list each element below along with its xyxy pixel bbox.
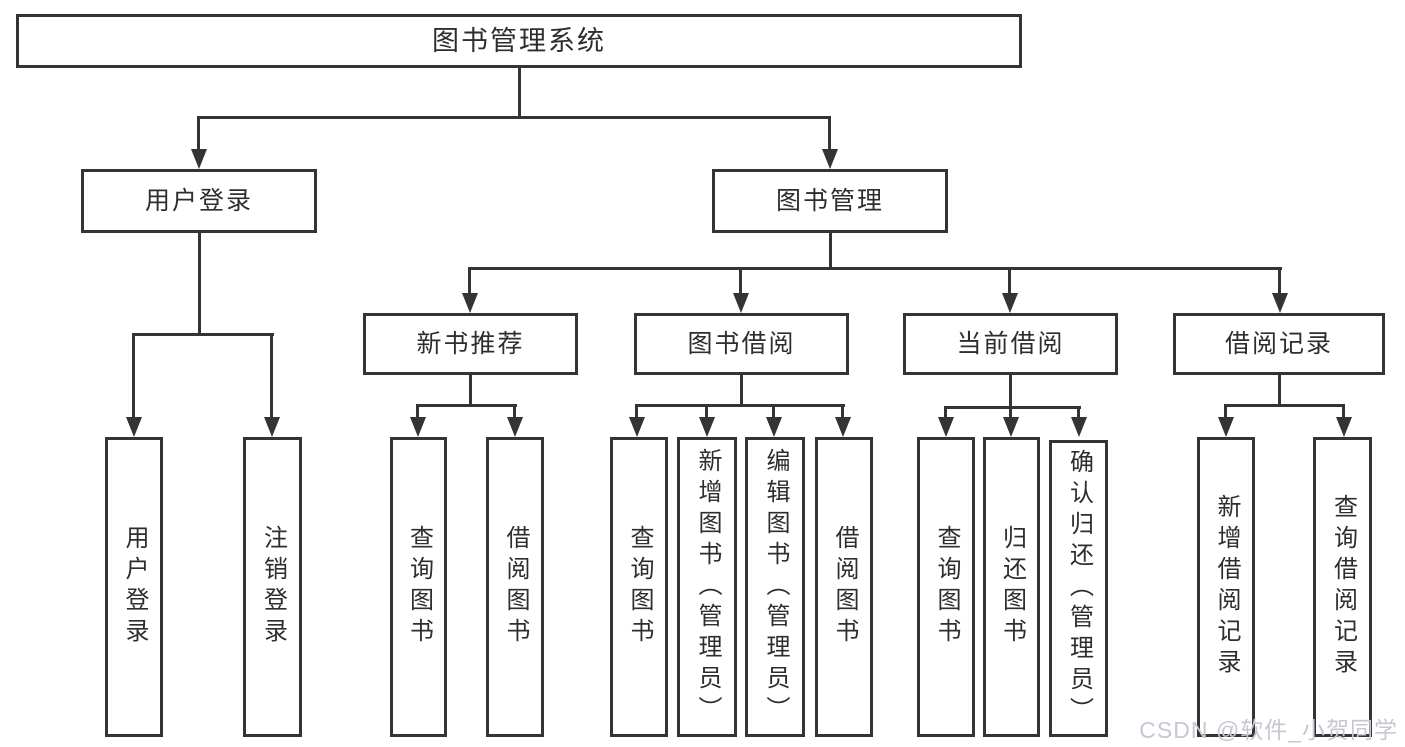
leaf-query-books: 查询图书 (917, 437, 975, 737)
node-new-book-recommend: 新书推荐 (363, 313, 578, 375)
connector-leaf-shaft (1077, 406, 1080, 420)
connector-g4-stem (1278, 375, 1281, 407)
leaf-query-books: 查询图书 (610, 437, 668, 737)
connector-login-stem (198, 233, 201, 336)
leaf-add-book-admin: 新增图书（管理员） (677, 437, 737, 737)
connector-leaf-shaft (416, 404, 419, 420)
connector-l3-shaft (1008, 267, 1011, 296)
arrow-down-icon (699, 417, 715, 437)
arrow-down-icon (1336, 417, 1352, 437)
node-book-management: 图书管理 (712, 169, 948, 233)
leaf-borrow-books: 借阅图书 (486, 437, 544, 737)
arrow-down-icon (191, 149, 207, 169)
connector-leaf-shaft (132, 333, 135, 419)
node-library-system: 图书管理系统 (16, 14, 1022, 68)
connector-g2-rail (635, 404, 845, 407)
leaf-user-login: 用户登录 (105, 437, 163, 737)
leaf-borrow-books: 借阅图书 (815, 437, 873, 737)
node-current-borrow: 当前借阅 (903, 313, 1118, 375)
arrow-down-icon (1272, 293, 1288, 313)
connector-level2-rail (197, 116, 831, 119)
connector-leaf-shaft (772, 404, 775, 420)
connector-leaf-shaft (841, 404, 844, 420)
arrow-down-icon (1002, 293, 1018, 313)
node-book-borrow: 图书借阅 (634, 313, 849, 375)
arrow-down-icon (835, 417, 851, 437)
arrow-down-icon (766, 417, 782, 437)
arrow-down-icon (733, 293, 749, 313)
connector-book-mgmt-shaft (828, 116, 831, 152)
connector-login-rail (132, 333, 274, 336)
connector-g1-stem (469, 375, 472, 407)
connector-level3-rail (468, 267, 1282, 270)
leaf-logout: 注销登录 (243, 437, 302, 737)
connector-leaf-shaft (270, 333, 273, 419)
arrow-down-icon (938, 417, 954, 437)
arrow-down-icon (462, 293, 478, 313)
connector-l3-shaft (739, 267, 742, 296)
arrow-down-icon (264, 417, 280, 437)
connector-leaf-shaft (705, 404, 708, 420)
connector-g2-stem (740, 375, 743, 407)
connector-l3-shaft (1278, 267, 1281, 296)
node-user-login: 用户登录 (81, 169, 317, 233)
arrow-down-icon (507, 417, 523, 437)
arrow-down-icon (822, 149, 838, 169)
connector-leaf-shaft (944, 406, 947, 420)
connector-g3-rail (944, 406, 1081, 409)
connector-leaf-shaft (1342, 404, 1345, 420)
arrow-down-icon (1071, 417, 1087, 437)
connector-user-login-shaft (197, 116, 200, 152)
connector-leaf-shaft (635, 404, 638, 420)
leaf-query-books: 查询图书 (390, 437, 447, 737)
connector-mgmt-stem (829, 233, 832, 270)
csdn-watermark: CSDN @软件_小贺同学 (1139, 717, 1398, 743)
arrow-down-icon (126, 417, 142, 437)
node-borrow-records: 借阅记录 (1173, 313, 1385, 375)
connector-leaf-shaft (513, 404, 516, 420)
connector-g1-rail (416, 404, 517, 407)
leaf-confirm-return-admin: 确认归还（管理员） (1049, 440, 1108, 737)
connector-l3-shaft (468, 267, 471, 296)
leaf-edit-book-admin: 编辑图书（管理员） (745, 437, 805, 737)
leaf-query-borrow-record: 查询借阅记录 (1313, 437, 1372, 737)
connector-g3-stem (1009, 375, 1012, 409)
leaf-add-borrow-record: 新增借阅记录 (1197, 437, 1255, 737)
arrow-down-icon (1003, 417, 1019, 437)
arrow-down-icon (1218, 417, 1234, 437)
connector-leaf-shaft (1224, 404, 1227, 420)
leaf-return-books: 归还图书 (983, 437, 1040, 737)
connector-g4-rail (1224, 404, 1345, 407)
arrow-down-icon (629, 417, 645, 437)
connector-root-stem (518, 68, 521, 117)
connector-leaf-shaft (1009, 406, 1012, 420)
arrow-down-icon (410, 417, 426, 437)
